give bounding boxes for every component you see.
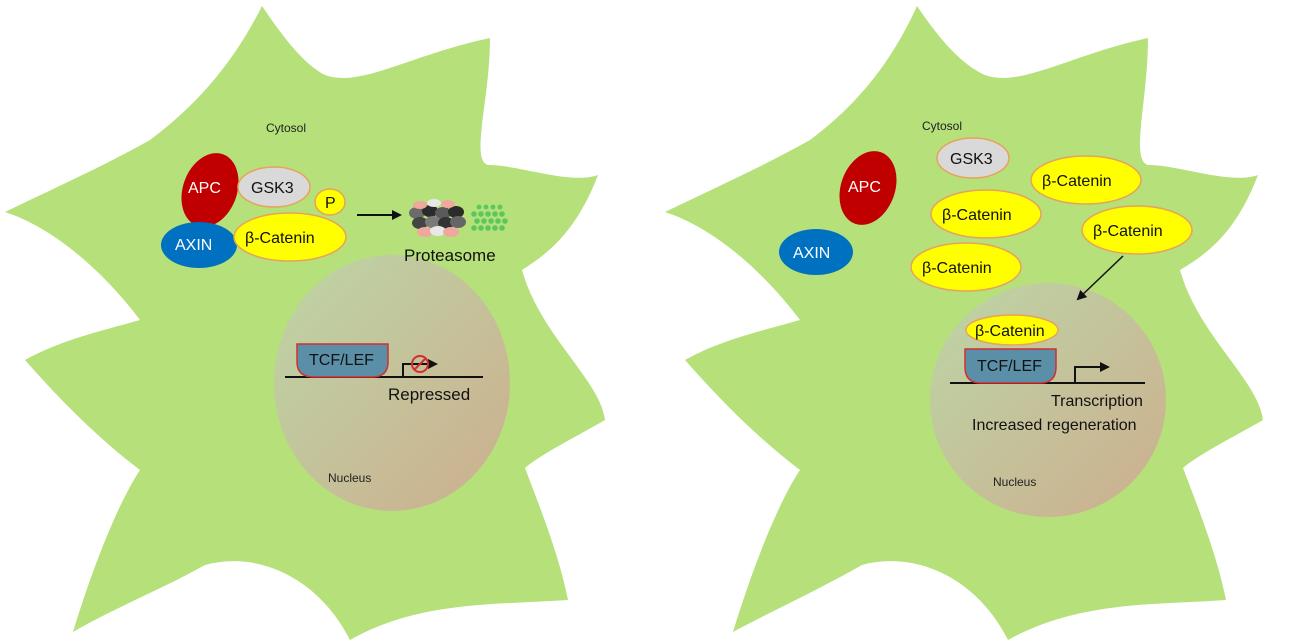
left-proteasome-label: Proteasome (404, 246, 496, 265)
right-beta-catenin-3-label: β-Catenin (1093, 223, 1163, 240)
right-cell: Cytosol GSK3 APC AXIN β-Catenin β-Cateni… (665, 6, 1263, 640)
left-gsk3 (237, 166, 311, 208)
left-tcf-lef-label: TCF/LEF (309, 352, 374, 369)
right-tcf-lef (964, 348, 1057, 384)
proteasome-icon (409, 199, 466, 237)
right-beta-catenin-1-label: β-Catenin (1042, 173, 1112, 190)
left-cytosol-label: Cytosol (266, 121, 306, 135)
left-phosphate (314, 188, 346, 216)
right-apc (839, 151, 897, 225)
left-beta-catenin-label: β-Catenin (245, 230, 315, 247)
left-nucleus-label: Nucleus (328, 471, 371, 485)
right-transcription-label: Transcription (1051, 393, 1143, 410)
right-axin (779, 229, 853, 275)
left-nucleus (274, 255, 510, 511)
right-beta-catenin-2-label: β-Catenin (942, 207, 1012, 224)
left-phosphate-label: P (325, 195, 336, 212)
right-gsk3 (936, 137, 1010, 179)
right-beta-catenin-3 (1081, 205, 1193, 255)
left-axin (161, 222, 237, 268)
right-beta-catenin-2 (930, 189, 1042, 239)
left-cell: Cytosol APC AXIN GSK3 P β-Catenin (5, 6, 605, 640)
right-regeneration-label: Increased regeneration (972, 417, 1137, 434)
right-promoter-arrow (1074, 362, 1110, 383)
right-nucleus-label: Nucleus (993, 475, 1036, 489)
right-beta-catenin-1 (1030, 155, 1142, 205)
left-apc-label: APC (188, 180, 221, 197)
right-apc-label: APC (848, 179, 881, 196)
right-beta-catenin-4 (910, 242, 1022, 292)
right-translocation-arrow (1076, 255, 1124, 301)
left-tcf-lef (296, 343, 389, 378)
right-axin-label: AXIN (793, 245, 830, 262)
blocked-icon (411, 355, 429, 373)
left-promoter-arrow (402, 359, 438, 377)
right-beta-catenin-nuclear-label: β-Catenin (975, 323, 1045, 340)
right-beta-catenin-nuclear (965, 314, 1059, 346)
left-repressed-label: Repressed (388, 385, 470, 404)
degraded-fragments-icon (471, 204, 508, 231)
right-tcf-lef-label: TCF/LEF (977, 358, 1042, 375)
right-cytosol-label: Cytosol (922, 119, 962, 133)
left-axin-label: AXIN (175, 237, 212, 254)
right-beta-catenin-4-label: β-Catenin (922, 260, 992, 277)
left-apc (181, 153, 239, 227)
right-gsk3-label: GSK3 (950, 151, 993, 168)
left-gsk3-label: GSK3 (251, 180, 294, 197)
left-beta-catenin (233, 212, 347, 262)
